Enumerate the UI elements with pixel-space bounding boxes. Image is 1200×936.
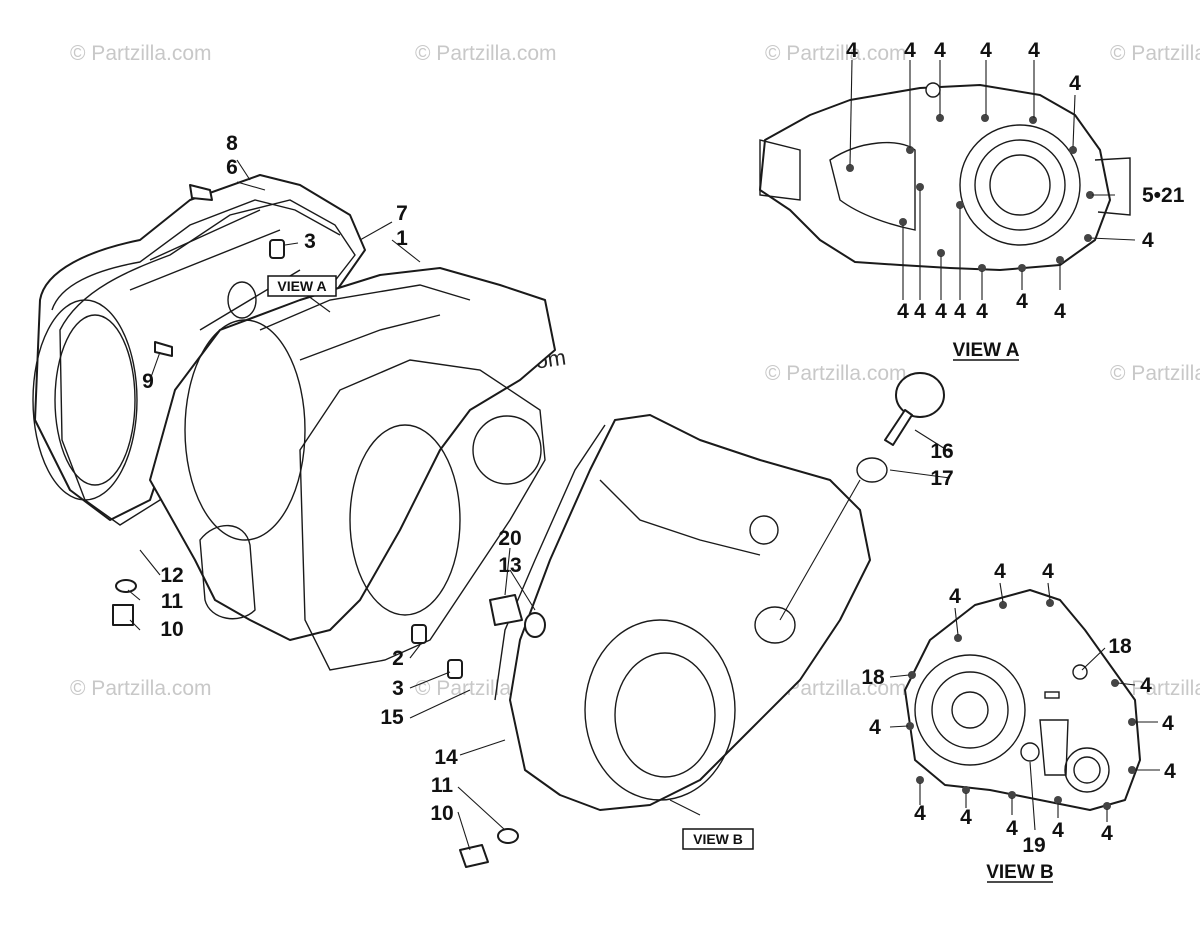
view-b-title: VIEW B [986,862,1054,883]
callout-16: 16 [930,440,953,463]
view-b-leaders [889,582,1160,831]
view-a-callout: 4 [914,300,926,323]
view-b-callout: 4 [914,802,926,825]
watermark: © Partzilla.com [765,362,907,385]
view-b-callout-18: 18 [861,666,885,689]
view-b-callout-18: 18 [1108,635,1132,658]
callout-9: 9 [142,370,154,393]
watermark: © Partzilla.com [765,677,907,700]
view-a-callout: 4 [954,300,966,323]
view-b-callout: 4 [960,806,972,829]
view-a-callout: 4 [976,300,988,323]
callout-17: 17 [930,467,953,490]
callout-1: 1 [396,227,408,250]
view-a-callout: 4 [846,39,858,62]
view-b-callout: 4 [869,716,881,739]
callout-2: 2 [392,647,404,670]
watermark: © Partzilla.com [765,42,907,65]
watermark: © Partzilla.com [1110,362,1200,385]
view-b-callout: 4 [1162,712,1174,735]
cover-gasket-14 [494,424,606,701]
watermark: © Partzilla.com [1110,677,1200,700]
view-a-leaders [849,59,1136,300]
view-b-callouts: 4 4 4 18 18 4 4 4 4 4 4 4 4 19 4 VIEW B [861,560,1176,883]
view-b-tag: VIEW B [693,831,743,847]
view-a-callout: 4 [1054,300,1066,323]
watermark: © Partzilla.com [70,677,212,700]
view-b-callout: 4 [1006,817,1018,840]
watermark: © Partzilla.com [415,42,557,65]
callout-14: 14 [434,746,458,769]
callout-15: 15 [380,706,404,729]
callout-12: 12 [160,564,183,587]
view-a-marker: VIEW A [267,275,337,297]
callout-6: 6 [226,156,238,179]
view-b-detail [904,589,1141,811]
callout-3: 3 [304,230,316,253]
view-a-callouts: 4 4 4 4 4 4 5•21 4 4 4 4 4 4 4 4 VIEW A [846,39,1185,361]
view-a-callout: 4 [1142,229,1154,252]
callout-10b: 10 [430,802,453,825]
view-a-callout-5-21: 5•21 [1142,184,1185,207]
view-b-callout-19: 19 [1022,834,1045,857]
callout-11: 11 [161,590,184,613]
watermark: © Partzilla.com [70,42,212,65]
view-b-callout: 4 [1164,760,1176,783]
main-callouts: 8 6 3 7 1 9 12 11 10 2 3 15 14 11 10 20 … [142,132,954,825]
view-b-callout: 4 [1042,560,1054,583]
callout-10: 10 [160,618,183,641]
callout-3b: 3 [392,677,404,700]
view-b-callout: 4 [1140,674,1152,697]
housing-gasket [299,359,546,671]
callout-11b: 11 [431,774,454,797]
view-b-callout: 4 [1052,819,1064,842]
small-parts [112,184,546,868]
view-a-detail [759,82,1131,272]
view-a-callout: 4 [897,300,909,323]
leader-lines [127,159,951,851]
view-a-callout: 4 [1069,72,1081,95]
view-a-callout: 4 [980,39,992,62]
view-b-callout: 4 [994,560,1006,583]
callout-13: 13 [498,554,521,577]
watermark: © Partzilla.com [1110,42,1200,65]
clutch-housing [149,267,556,641]
callout-7: 7 [396,202,408,225]
side-cover [509,414,871,811]
callout-8: 8 [226,132,238,155]
view-a-callout: 4 [935,300,947,323]
view-b-callout: 4 [1101,822,1113,845]
view-a-callout: 4 [904,39,916,62]
view-a-callout: 4 [1016,290,1028,313]
fill-plug [856,372,945,483]
view-a-tag: VIEW A [277,278,326,294]
view-a-callout: 4 [1028,39,1040,62]
view-b-marker: VIEW B [682,828,754,850]
view-a-title: VIEW A [953,340,1020,361]
view-a-callout: 4 [934,39,946,62]
callout-20: 20 [498,527,521,550]
view-b-callout: 4 [949,585,961,608]
